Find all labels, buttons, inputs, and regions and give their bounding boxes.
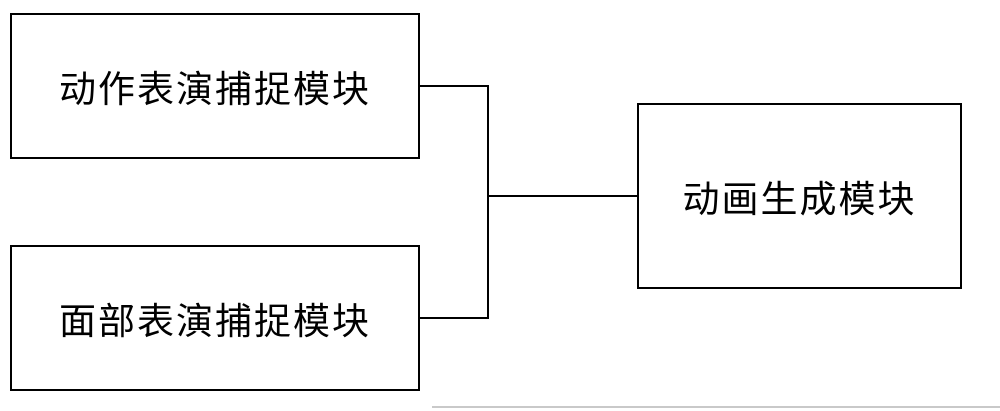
box-motion-capture-module: 动作表演捕捉模块: [10, 13, 420, 159]
facial-capture-module-label: 面部表演捕捉模块: [59, 302, 371, 343]
box-animation-generation-module: 动画生成模块: [637, 103, 962, 289]
motion-capture-module-label: 动作表演捕捉模块: [59, 70, 371, 111]
box-facial-capture-module: 面部表演捕捉模块: [10, 245, 420, 391]
animation-generation-module-label: 动画生成模块: [682, 180, 917, 221]
